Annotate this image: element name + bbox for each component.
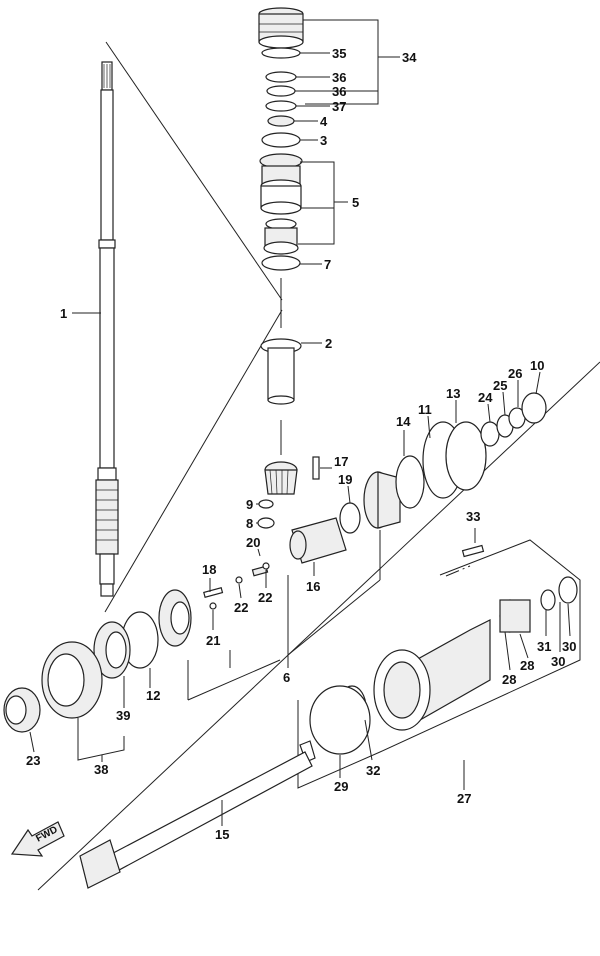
- callout-label: 14: [396, 414, 411, 429]
- callout-label: 3: [320, 133, 327, 148]
- callout-label: 29: [334, 779, 348, 794]
- callout-label: 9: [246, 497, 253, 512]
- callout-label: 36: [332, 70, 346, 85]
- callout-label: 35: [332, 46, 346, 61]
- callout-label: 19: [338, 472, 352, 487]
- callout-label: 23: [26, 753, 40, 768]
- callout-label: 30: [562, 639, 576, 654]
- callout-label: 12: [146, 688, 160, 703]
- callout-label: 2: [325, 336, 332, 351]
- callout-label: 21: [206, 633, 220, 648]
- callout-label: 11: [418, 402, 432, 417]
- callout-label: 38: [94, 762, 108, 777]
- callout-label: 5: [352, 195, 359, 210]
- callout-label: 28: [520, 658, 534, 673]
- pinion-gear-part: [264, 461, 298, 495]
- callout-label: 6: [283, 670, 290, 685]
- callout-label: 8: [246, 516, 253, 531]
- callout-label: 4: [320, 114, 328, 129]
- callout-label: 39: [116, 708, 130, 723]
- callout-label: 25: [493, 378, 507, 393]
- callout-label: 10: [530, 358, 544, 373]
- callout-label: 31: [537, 639, 551, 654]
- fwd-arrow-icon: FWD: [10, 821, 65, 857]
- leader-lines: [29, 19, 571, 826]
- callout-label: 22: [234, 600, 248, 615]
- callout-label: 32: [366, 763, 380, 778]
- propeller-shaft-part: [79, 740, 316, 889]
- reverse-gear-stack: [339, 392, 547, 534]
- callout-label: 26: [508, 366, 522, 381]
- callout-label: 24: [478, 390, 493, 405]
- bearing-housing-assembly: [297, 539, 581, 789]
- forward-gear-stack: [3, 589, 192, 733]
- callout-labels: 34 35 36 36 37 4 3 5 7 1 2 10 26 25 24 1…: [26, 46, 576, 842]
- callout-label: 18: [202, 562, 216, 577]
- perspective-guide-lines: [37, 41, 600, 891]
- callout-label: 30: [551, 654, 565, 669]
- callout-label: 28: [502, 672, 516, 687]
- callout-label: 27: [457, 791, 471, 806]
- callout-label: 16: [306, 579, 320, 594]
- callout-label: 34: [402, 50, 417, 65]
- callout-label: 22: [258, 590, 272, 605]
- callout-label: 37: [332, 99, 346, 114]
- drive-shaft-part: [95, 61, 119, 597]
- callout-label: 20: [246, 535, 260, 550]
- callout-label: 15: [215, 827, 229, 842]
- callout-label: 36: [332, 84, 346, 99]
- clutch-parts: [203, 456, 347, 610]
- callout-label: 13: [446, 386, 460, 401]
- callout-label: 33: [466, 509, 480, 524]
- callout-label: 1: [60, 306, 67, 321]
- top-housing-stack: [258, 7, 304, 455]
- callout-label: 7: [324, 257, 331, 272]
- callout-label: 17: [334, 454, 348, 469]
